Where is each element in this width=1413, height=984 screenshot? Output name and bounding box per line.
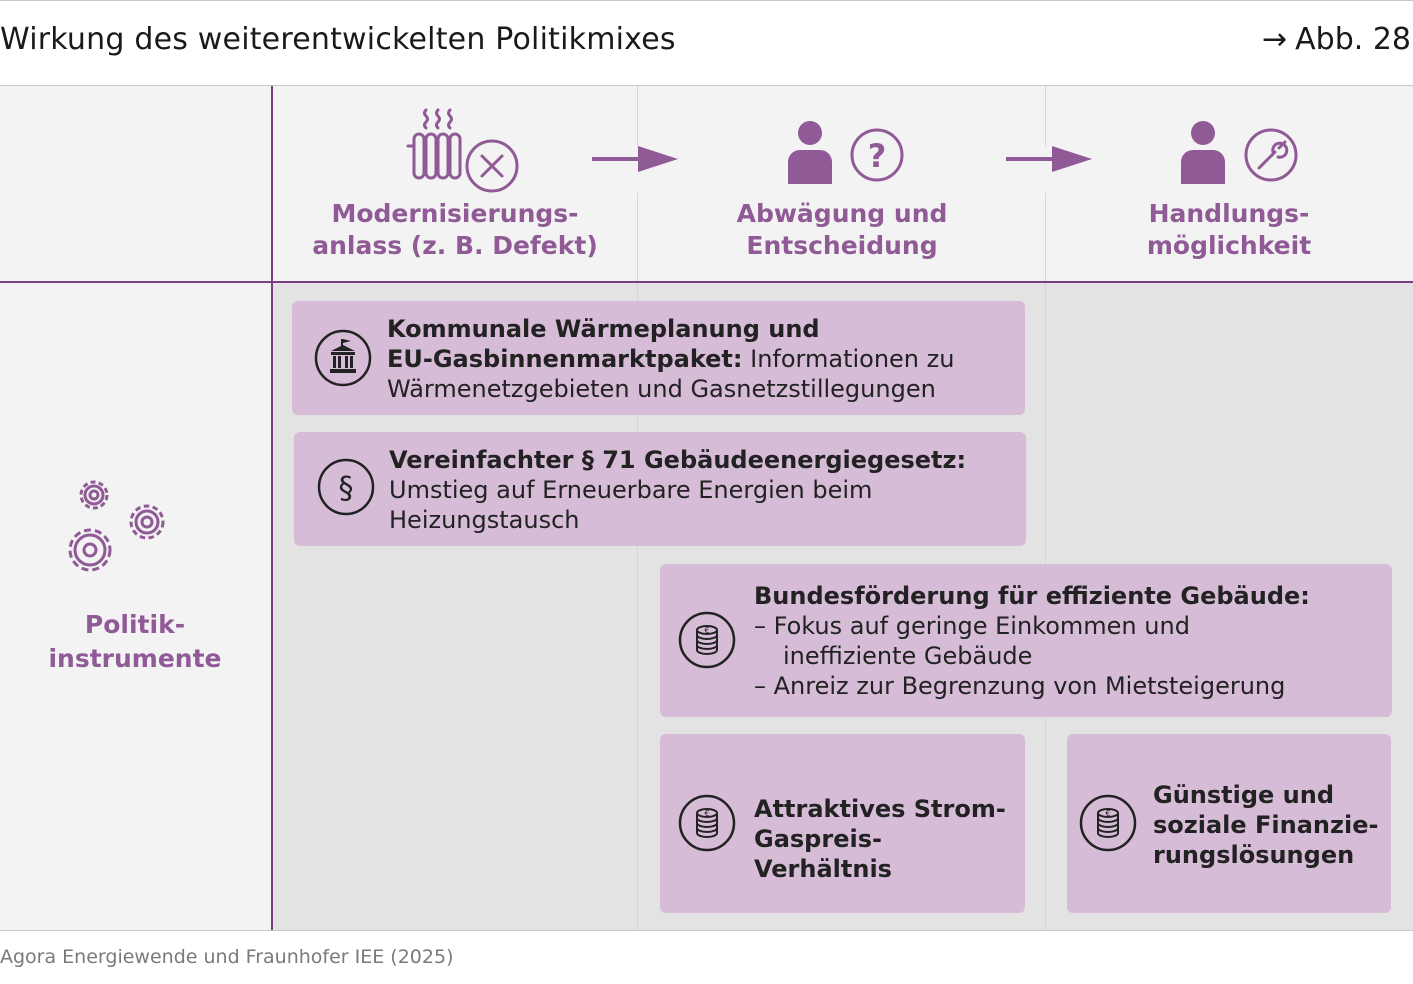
card-heading: rungslösungen bbox=[1153, 841, 1355, 869]
stage-label-line: Handlungs- bbox=[1148, 199, 1310, 228]
coin-stack-icon: € bbox=[678, 611, 736, 669]
bottom-rule bbox=[0, 930, 1413, 931]
column-divider-2b bbox=[1045, 193, 1046, 930]
instrument-card-price-ratio: € Attraktives Strom- Gaspreis-Verhältnis bbox=[660, 734, 1025, 913]
government-building-icon bbox=[314, 329, 372, 387]
figure-number: Abb. 28 bbox=[1295, 22, 1411, 57]
column-divider-1b bbox=[637, 193, 638, 930]
instrument-card-geg: § Vereinfachter § 71 Gebäudeenergiegeset… bbox=[294, 432, 1026, 546]
column-divider-1 bbox=[637, 86, 638, 146]
stage-label-action: Handlungs- möglichkeit bbox=[1076, 198, 1382, 262]
svg-text:€: € bbox=[1105, 809, 1110, 818]
top-rule bbox=[0, 0, 1413, 1]
person-question-icon: ? bbox=[788, 121, 904, 184]
header-rule bbox=[0, 85, 1413, 86]
row-label-line: Politik- bbox=[84, 610, 186, 639]
paragraph-icon: § bbox=[317, 458, 375, 516]
card-heading: Attraktives Strom- bbox=[754, 795, 1006, 823]
card-text: Vereinfachter § 71 Gebäudeenergiegesetz:… bbox=[389, 445, 1009, 535]
card-body: Wärmenetzgebieten und Gasnetzstillegunge… bbox=[387, 375, 936, 403]
card-text: Kommunale Wärmeplanung und EU-Gasbinnenm… bbox=[387, 314, 1007, 404]
stage-label-line: Abwägung und bbox=[736, 199, 948, 228]
instrument-card-beg: € Bundesförderung für effiziente Gebäude… bbox=[660, 564, 1392, 717]
flow-arrow-icon bbox=[592, 146, 678, 172]
card-body: Umstieg auf Erneuerbare Energien beim bbox=[389, 476, 873, 504]
card-heading: Günstige und bbox=[1153, 781, 1335, 809]
card-bullet: – Anreiz zur Begrenzung von Mietsteigeru… bbox=[754, 672, 1286, 700]
source-note: Agora Energiewende und Fraunhofer IEE (2… bbox=[0, 946, 454, 968]
instrument-card-heat-planning: Kommunale Wärmeplanung und EU-Gasbinnenm… bbox=[292, 301, 1025, 415]
card-body: Informationen zu bbox=[742, 345, 955, 373]
stage-header-divider bbox=[0, 281, 1413, 283]
card-heading: Vereinfachter § 71 Gebäudeenergiegesetz: bbox=[389, 446, 967, 474]
stage-label-line: möglichkeit bbox=[1146, 231, 1312, 260]
card-text: Attraktives Strom- Gaspreis-Verhältnis bbox=[754, 794, 1014, 884]
coin-stack-icon: € bbox=[1079, 794, 1137, 852]
coin-stack-icon: € bbox=[678, 794, 736, 852]
row-label-policy-instruments: Politik- instrumente bbox=[40, 608, 230, 676]
figure-reference: →Abb. 28 bbox=[1262, 22, 1411, 57]
column-divider-2 bbox=[1045, 86, 1046, 146]
row-label-divider bbox=[271, 86, 273, 930]
svg-text:€: € bbox=[704, 626, 709, 635]
card-body: Heizungstausch bbox=[389, 506, 580, 534]
flow-arrow-icon bbox=[1006, 146, 1092, 172]
card-bullet: – Fokus auf geringe Einkommen und bbox=[754, 612, 1190, 640]
gears-icon bbox=[68, 480, 165, 572]
instrument-card-financing: € Günstige und soziale Finanzie- rungslö… bbox=[1067, 734, 1391, 913]
stage-label-line: anlass (z. B. Defekt) bbox=[312, 231, 598, 260]
page-title: Wirkung des weiterentwickelten Politikmi… bbox=[0, 22, 676, 57]
card-text: Günstige und soziale Finanzie- rungslösu… bbox=[1153, 780, 1383, 870]
person-wrench-icon bbox=[1181, 121, 1298, 184]
card-bullet-continuation: ineffiziente Gebäude bbox=[783, 642, 1033, 670]
card-heading: EU-Gasbinnenmarktpaket: bbox=[387, 345, 743, 373]
card-heading: soziale Finanzie- bbox=[1153, 811, 1379, 839]
stage-label-line: Entscheidung bbox=[746, 231, 938, 260]
stage-label-modernization: Modernisierungs- anlass (z. B. Defekt) bbox=[300, 198, 610, 262]
card-heading: Kommunale Wärmeplanung und bbox=[387, 315, 820, 343]
card-text: Bundesförderung für effiziente Gebäude: … bbox=[754, 581, 1374, 701]
radiator-defect-icon bbox=[406, 108, 519, 193]
stage-label-line: Modernisierungs- bbox=[331, 199, 579, 228]
svg-text:€: € bbox=[704, 809, 709, 818]
row-label-line: instrumente bbox=[48, 644, 222, 673]
arrow-right-icon: → bbox=[1262, 22, 1288, 57]
card-heading: Gaspreis-Verhältnis bbox=[754, 825, 892, 883]
svg-text:§: § bbox=[339, 471, 354, 506]
card-heading: Bundesförderung für effiziente Gebäude: bbox=[754, 582, 1310, 610]
svg-text:?: ? bbox=[868, 137, 887, 175]
stage-label-decision: Abwägung und Entscheidung bbox=[690, 198, 994, 262]
